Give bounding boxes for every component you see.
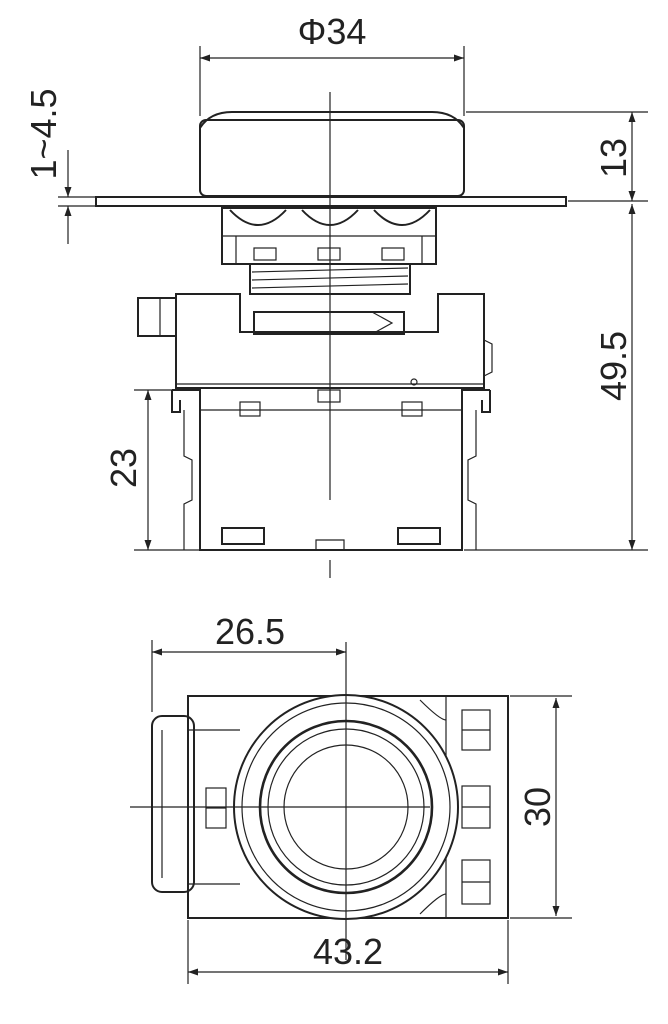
body-depth-dimension: 49.5 <box>464 204 648 551</box>
button-head <box>199 111 465 197</box>
length-label: 43.2 <box>313 931 383 972</box>
contact-block-dimension: 23 <box>103 389 200 551</box>
contact-block <box>171 378 491 551</box>
upper-housing <box>137 293 493 389</box>
width-dimension: 30 <box>510 695 572 919</box>
head-height-label: 13 <box>593 138 634 178</box>
body-depth-label: 49.5 <box>593 331 634 401</box>
terminal-pads <box>205 709 491 905</box>
panel-thickness-dimension: 1~4.5 <box>23 88 96 244</box>
length-dimension: 43.2 <box>187 920 509 984</box>
panel-plate <box>95 196 567 207</box>
top-view: 26.5 30 43.2 <box>130 611 572 984</box>
head-height-dimension: 13 <box>466 111 648 202</box>
diameter-dimension: Φ34 <box>199 11 465 116</box>
center-offset-dimension: 26.5 <box>151 611 346 712</box>
center-offset-label: 26.5 <box>215 611 285 652</box>
locking-ring <box>221 207 437 265</box>
panel-thickness-label: 1~4.5 <box>23 88 64 179</box>
width-label: 30 <box>517 787 558 827</box>
contact-block-height-label: 23 <box>103 448 144 488</box>
side-view: Φ34 1~4.5 13 49.5 23 <box>23 11 648 578</box>
diameter-label: Φ34 <box>298 11 367 52</box>
